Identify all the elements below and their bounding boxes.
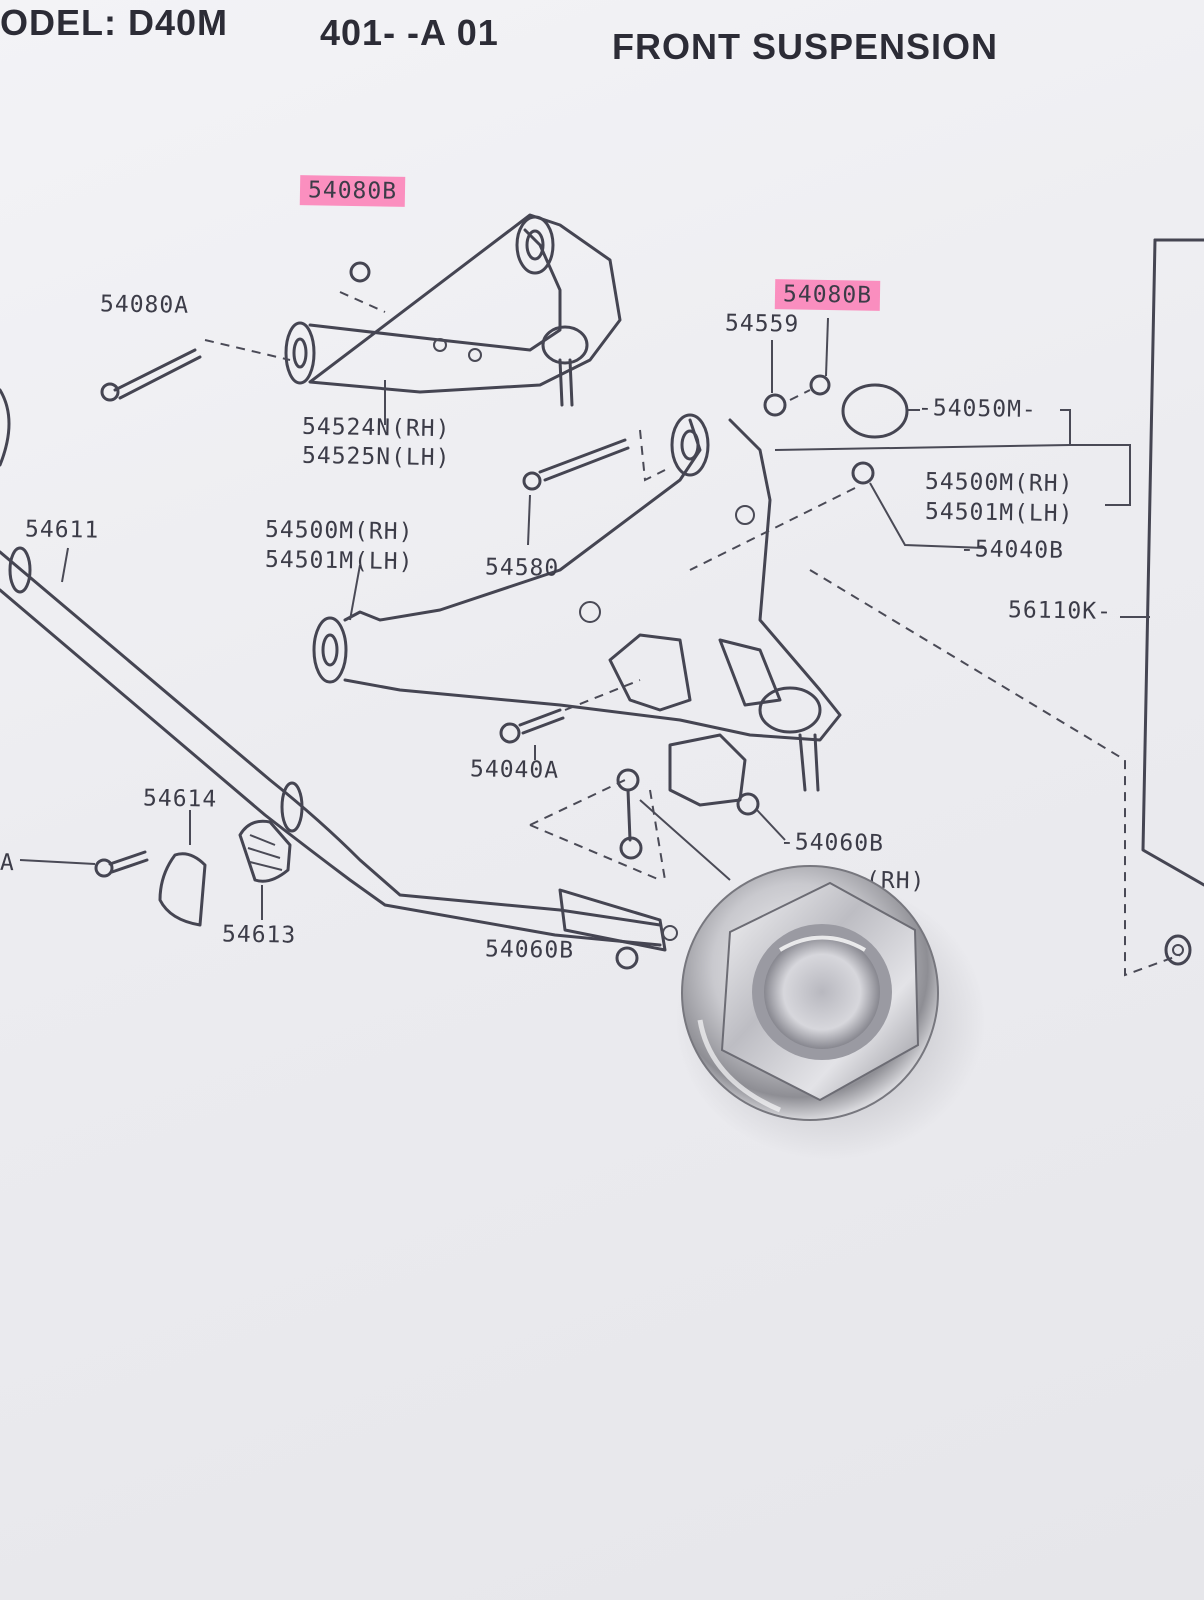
gasket-54050M (774, 383, 1131, 506)
bolt-54080A (100, 339, 291, 402)
nut-highlight (778, 935, 867, 952)
section-code: 401- -A 01 (320, 12, 499, 53)
nut-54060B-left (615, 946, 639, 970)
model-label: ODEL: D40M (0, 2, 229, 43)
bushing-part-right (1164, 934, 1192, 966)
partial-part-left (0, 388, 11, 467)
upper-control-arm (284, 213, 622, 407)
nut-54080B-right (789, 317, 831, 401)
bracket-54614 (158, 810, 207, 927)
flange-highlight (697, 1019, 781, 1113)
stabilizer-link (529, 768, 731, 881)
leader-54500M-left (349, 564, 361, 621)
stabilizer-bar-54611 (0, 546, 678, 952)
nut-54040B (689, 461, 986, 571)
dashed-leader-56110K (809, 569, 1181, 977)
nut-54060B-right (736, 792, 786, 841)
nut-bore (764, 935, 880, 1049)
bolt-54580 (522, 429, 666, 546)
bolt-54040A (499, 679, 641, 760)
frame-side-line (1141, 238, 1204, 887)
bolt-left (19, 850, 149, 878)
section-title: FRONT SUSPENSION (612, 26, 999, 67)
bushing-54613 (238, 819, 292, 920)
washer-54559 (763, 340, 787, 417)
nut-54080B-top (339, 261, 386, 313)
